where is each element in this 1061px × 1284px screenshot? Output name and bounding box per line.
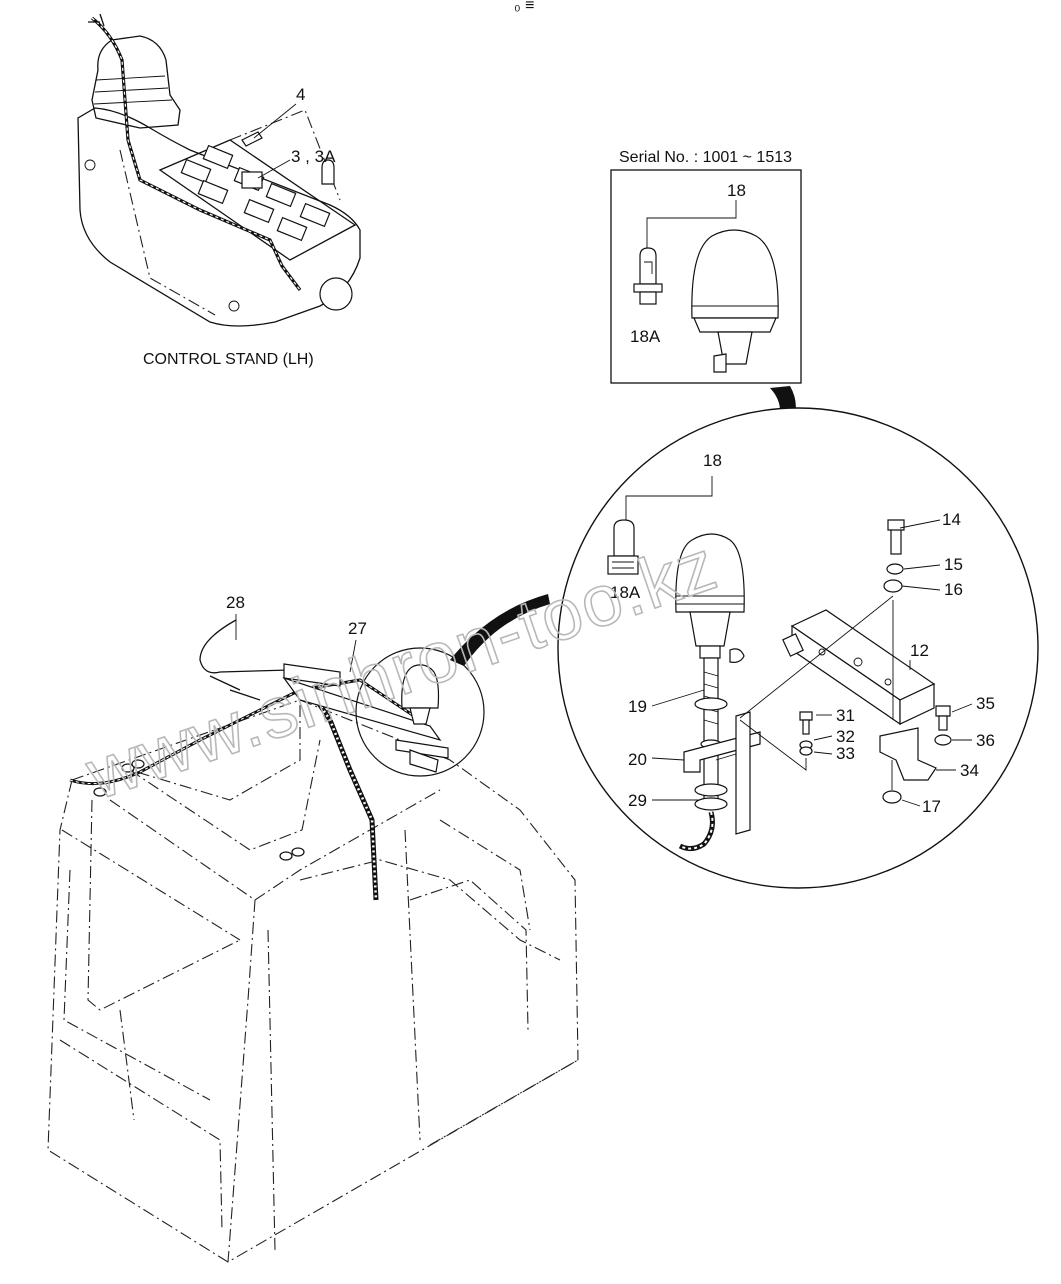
- callout-3-3a: 3 , 3A: [291, 147, 336, 166]
- detail-callout-36: 36: [976, 731, 995, 750]
- detail-callout-12: 12: [910, 641, 929, 660]
- cab-pointer-arrow: [450, 594, 550, 666]
- detail-callout-33: 33: [836, 744, 855, 763]
- beacon-connector-icon: [607, 519, 639, 575]
- detail-callout-15: 15: [944, 555, 963, 574]
- beacon-lamp-icon: [675, 533, 745, 663]
- detail-callout-31: 31: [836, 706, 855, 725]
- serial-callout-18: 18: [727, 181, 746, 200]
- detail-callout-14: 14: [942, 510, 961, 529]
- serial-box: [610, 169, 802, 384]
- detail-callout-34: 34: [960, 761, 979, 780]
- cab-callout-28: 28: [226, 593, 245, 612]
- detail-callout-32: 32: [836, 727, 855, 746]
- detail-circle: [557, 407, 1039, 889]
- detail-callout-29: 29: [628, 791, 647, 810]
- detail-callout-18: 18: [703, 451, 722, 470]
- top-mark: ₀ ≡: [514, 0, 534, 14]
- control-stand-illustration: [77, 13, 361, 327]
- halogen-bulb-icon: [633, 247, 663, 305]
- mounting-tube-icon: [782, 609, 936, 726]
- rotating-beacon-icon: [691, 229, 779, 373]
- callout-4: 4: [296, 85, 305, 104]
- cab-illustration: [47, 614, 579, 1263]
- detail-callout-18a: 18A: [610, 583, 641, 602]
- detail-callout-19: 19: [628, 697, 647, 716]
- control-stand-caption: CONTROL STAND (LH): [143, 351, 314, 368]
- cab-callout-27: 27: [348, 619, 367, 638]
- detail-callout-35: 35: [976, 694, 995, 713]
- serial-callout-18a: 18A: [630, 327, 661, 346]
- serial-pointer-arrow: [740, 386, 796, 472]
- detail-callout-20: 20: [628, 750, 647, 769]
- detail-callout-17: 17: [922, 797, 941, 816]
- serial-box-title: Serial No. : 1001 ~ 1513: [619, 149, 792, 166]
- detail-callout-16: 16: [944, 580, 963, 599]
